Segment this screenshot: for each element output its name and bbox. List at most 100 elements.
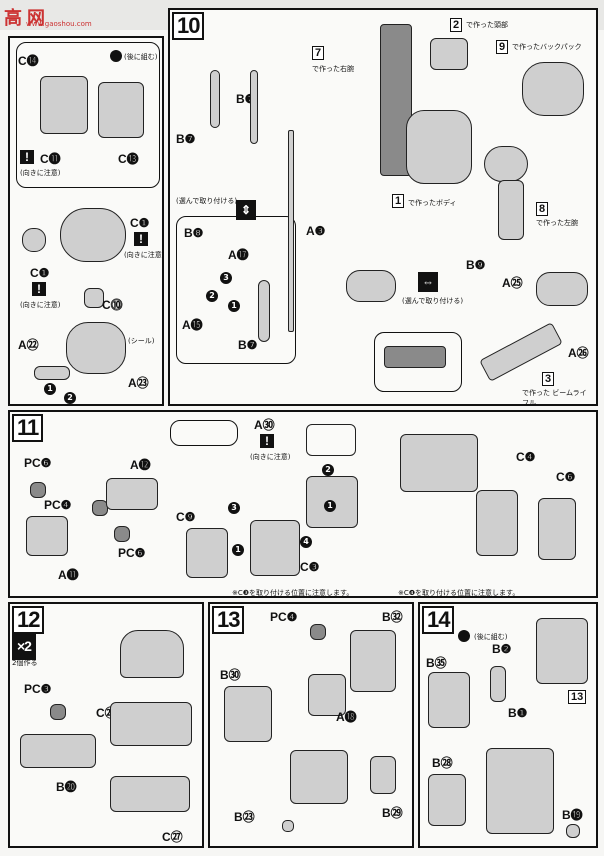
note-direction: (向きに注意) [20, 169, 61, 177]
step-num-icon: 4 [300, 536, 312, 548]
sub-box-rifle [374, 332, 462, 392]
part-label: A⓫ [58, 568, 79, 582]
part-label: B❼ [238, 338, 258, 352]
body-part [60, 208, 126, 262]
part-label: PC❹ [270, 610, 298, 624]
panel-left-top: C⓮ (後に組む) ! C⓫ (向きに注意) C⓭ C❶ ! (向きに注意) C… [8, 36, 164, 406]
part-label: B㉘ [432, 756, 453, 770]
rod-part [210, 70, 220, 128]
skirt-part [250, 520, 300, 576]
part-label: B㉜ [382, 610, 403, 624]
foot-cover-part [120, 630, 184, 678]
note-back: (後に組む) [474, 633, 508, 641]
part-label: C❶ [130, 216, 150, 230]
part-label: C❻ [556, 470, 576, 484]
part-label: B❷ [492, 642, 512, 656]
rifle-part [258, 280, 270, 342]
choose-icon: ⇔ [418, 272, 438, 292]
ref-box: 13 [568, 690, 587, 704]
knee-part [224, 686, 272, 742]
rod-part [490, 666, 506, 702]
cap-part [30, 482, 46, 498]
part-label: B❶ [508, 706, 528, 720]
label-rifle: で作った ビームライフル [522, 389, 587, 407]
step-num-icon: 2 [206, 290, 218, 302]
rifle-long-part [288, 130, 294, 332]
part-label: B❾ [466, 258, 486, 272]
waist-part [400, 434, 478, 492]
cone-part [84, 288, 104, 308]
leg-upper-part [536, 618, 588, 684]
ref-box: 2 [450, 18, 463, 32]
panel-step-12: 12 ×2 2個作る PC❸ B⓴ C㉕ C㉗ [8, 602, 204, 848]
step-num-icon: 1 [228, 300, 240, 312]
part-label: B❼ [176, 132, 196, 146]
ring-part [566, 824, 580, 838]
step-number: 11 [12, 414, 44, 442]
panel-step-14: 14 (後に組む) B㉟ B❷ B❶ 13 B㉘ B⓳ [418, 602, 598, 848]
part-label: B⓴ [56, 780, 77, 794]
label-body: で作ったボディ [408, 199, 457, 207]
step-number: 12 [12, 606, 45, 634]
part-label: B❽ [184, 226, 204, 240]
sub-box-top [16, 42, 160, 188]
part-label: A㉕ [502, 276, 523, 290]
warning-icon: ! [32, 282, 46, 296]
ring-part [282, 820, 294, 832]
step-number: 14 [422, 606, 455, 634]
part-label: C❾ [176, 510, 196, 524]
note-direction: (向きに注意) [250, 453, 291, 461]
label-right-arm: で作った右腕 [312, 65, 354, 73]
skirt-part [186, 528, 228, 578]
part-label: C⓭ [118, 152, 139, 166]
part-label: C❹ [516, 450, 536, 464]
cap-part [114, 526, 130, 542]
joint-part [308, 674, 346, 716]
part-label: A❸ [306, 224, 326, 238]
ref-box: 1 [392, 194, 405, 208]
leg-lower-part [290, 750, 348, 804]
warning-icon: ! [134, 232, 148, 246]
frame-part [26, 516, 68, 556]
part-label: C❶ [30, 266, 50, 280]
step-num-icon: 1 [232, 544, 244, 556]
part-label: PC❻ [118, 546, 146, 560]
ref-box: 8 [536, 202, 549, 216]
part-label: B⓳ [562, 808, 583, 822]
panel-part [370, 756, 396, 794]
sub-box-options [176, 216, 296, 364]
ref-box: 9 [496, 40, 509, 54]
panel-step-10: 10 7 で作った右腕 2 で作った頭部 9 で作ったバックパック 1 で作った… [168, 8, 598, 407]
multiplier-note: 2個作る [12, 659, 38, 667]
note-back: (後に組む) [124, 53, 158, 61]
rod-part [250, 70, 258, 144]
frame-part [306, 424, 356, 456]
ref-box: 7 [312, 46, 325, 60]
part-label: C❸ [300, 560, 320, 574]
part-label: A⓱ [228, 248, 249, 262]
step-num-icon: 1 [324, 500, 336, 512]
hand-part [536, 272, 588, 306]
body-part [66, 322, 126, 374]
part-label: B㉓ [234, 810, 255, 824]
part-label: B㉚ [220, 668, 241, 682]
leg-cover-part [428, 672, 470, 728]
backpack-part [522, 62, 584, 116]
foot-sole-part [110, 776, 190, 812]
part-label: A⓲ [336, 710, 357, 724]
hose-part [34, 366, 70, 380]
step-num-icon: 3 [228, 502, 240, 514]
step-number: 10 [172, 12, 205, 40]
warning-icon: ! [20, 150, 34, 164]
leg-cover-part [428, 774, 466, 826]
leg-part [350, 630, 396, 692]
label-left-arm: で作った左腕 [536, 219, 578, 227]
part-label: C⓮ [18, 54, 39, 68]
part-label: A⓬ [130, 458, 151, 472]
part-label: PC❹ [44, 498, 72, 512]
label-backpack: で作ったバックパック [512, 43, 582, 51]
skirt-part [476, 490, 518, 556]
part-label: A㉚ [254, 418, 275, 432]
frame-part [106, 478, 158, 510]
